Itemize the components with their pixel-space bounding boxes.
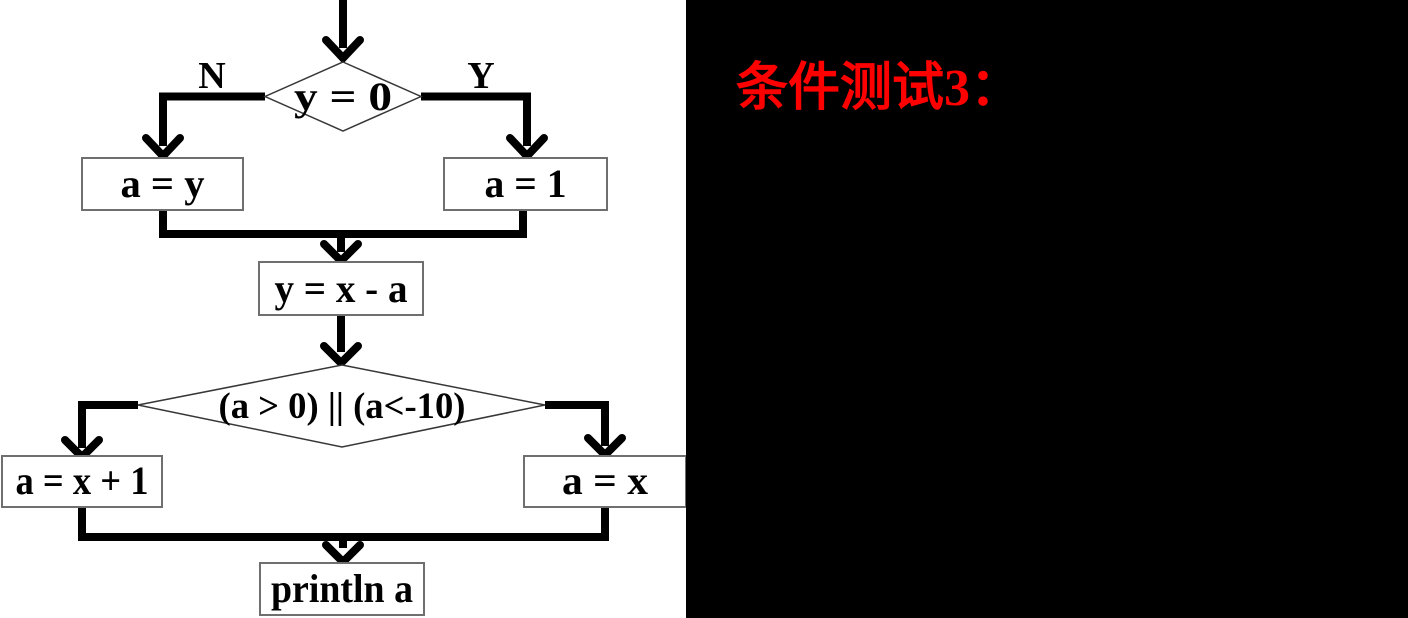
branch-yes-line [421,92,531,146]
slide-title: 条件测试3： [736,60,1023,117]
decision2-label: (a > 0) || (a<-10) [219,386,466,427]
process-y-eq-x-minus-a-box [258,261,424,316]
branch-yes-label: Y [467,55,494,97]
branch-yes-arrow-head [506,134,548,162]
process-a-eq-x-plus-1-label: a = x + 1 [16,458,149,503]
flowchart: y = 0 N Y a = y a = 1 y = x - a (a > 0) … [1,0,686,616]
right-panel: 条件测试3： [686,0,1408,618]
process-println-a-label: println a [271,566,413,611]
process-a-eq-x-label: a = x [562,458,648,503]
branch2-left-line [78,401,138,448]
process-a-eq-y-box [81,157,244,211]
decision2-diamond [137,364,546,448]
branch-no-arrow-head [142,134,184,162]
process-a-eq-x-box [523,455,686,508]
process-a-eq-x-plus-1-box [1,455,163,508]
decision1-diamond [263,61,423,132]
process-a-eq-1-label: a = 1 [485,161,567,206]
decision1-label: y = 0 [294,74,392,119]
entry-arrow-head [322,36,364,64]
process-y-eq-x-minus-a-label: y = x - a [275,266,408,311]
branch-no-label: N [198,55,225,97]
branch2-right-line [545,401,609,446]
process-a-eq-y-label: a = y [121,161,205,206]
branch-no-line [159,92,265,146]
process-a-eq-1-box [443,157,608,211]
to-decision2-arrow-head [320,342,362,369]
process-println-a-box [259,562,425,616]
merge2-line [78,505,609,541]
